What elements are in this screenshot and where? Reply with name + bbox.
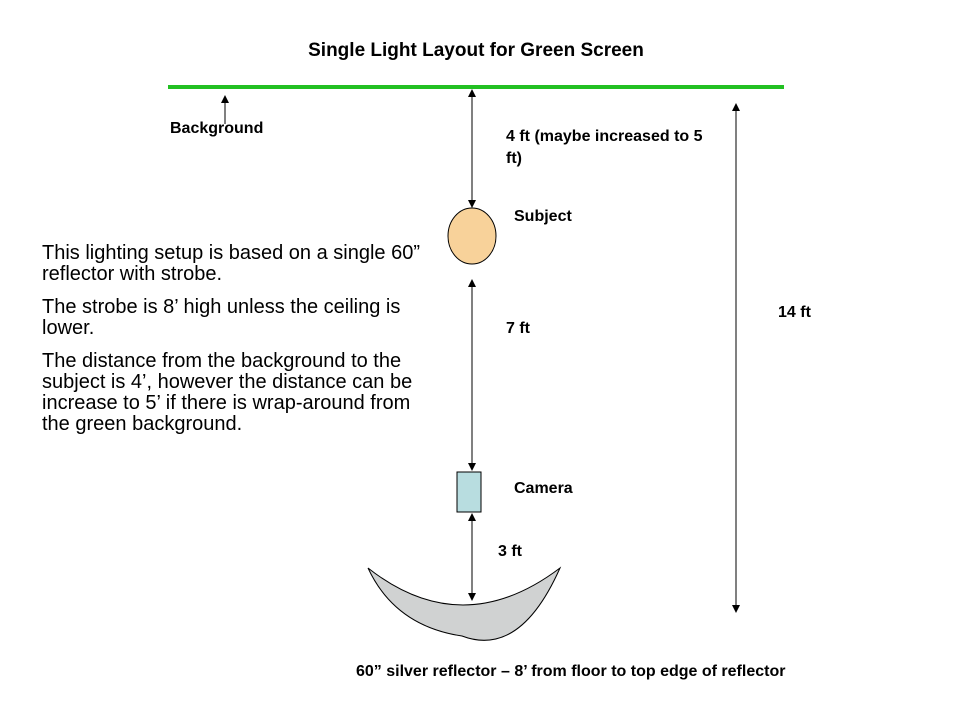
background-subject-distance-label: 4 ft (maybe increased to 5 ft) [506, 128, 703, 167]
subject-shape [447, 207, 497, 265]
camera-reflector-distance-label: 3 ft [498, 543, 522, 560]
note-distance: The distance from the background to the … [42, 350, 413, 435]
camera-shape [456, 471, 482, 513]
reflector-shape [367, 566, 562, 641]
camera-label: Camera [514, 480, 573, 497]
subject-label: Subject [514, 208, 572, 225]
background-label: Background [170, 120, 264, 137]
total-distance-label: 14 ft [778, 304, 811, 321]
setup-notes: This lighting setup is based on a single… [42, 243, 422, 447]
diagram-title: Single Light Layout for Green Screen [308, 40, 644, 61]
note-reflector: This lighting setup is based on a single… [42, 242, 421, 285]
note-strobe-height: The strobe is 8’ high unless the ceiling… [42, 296, 401, 339]
reflector-label: 60” silver reflector – 8’ from floor to … [356, 663, 786, 680]
subject-camera-distance-label: 7 ft [506, 320, 530, 337]
